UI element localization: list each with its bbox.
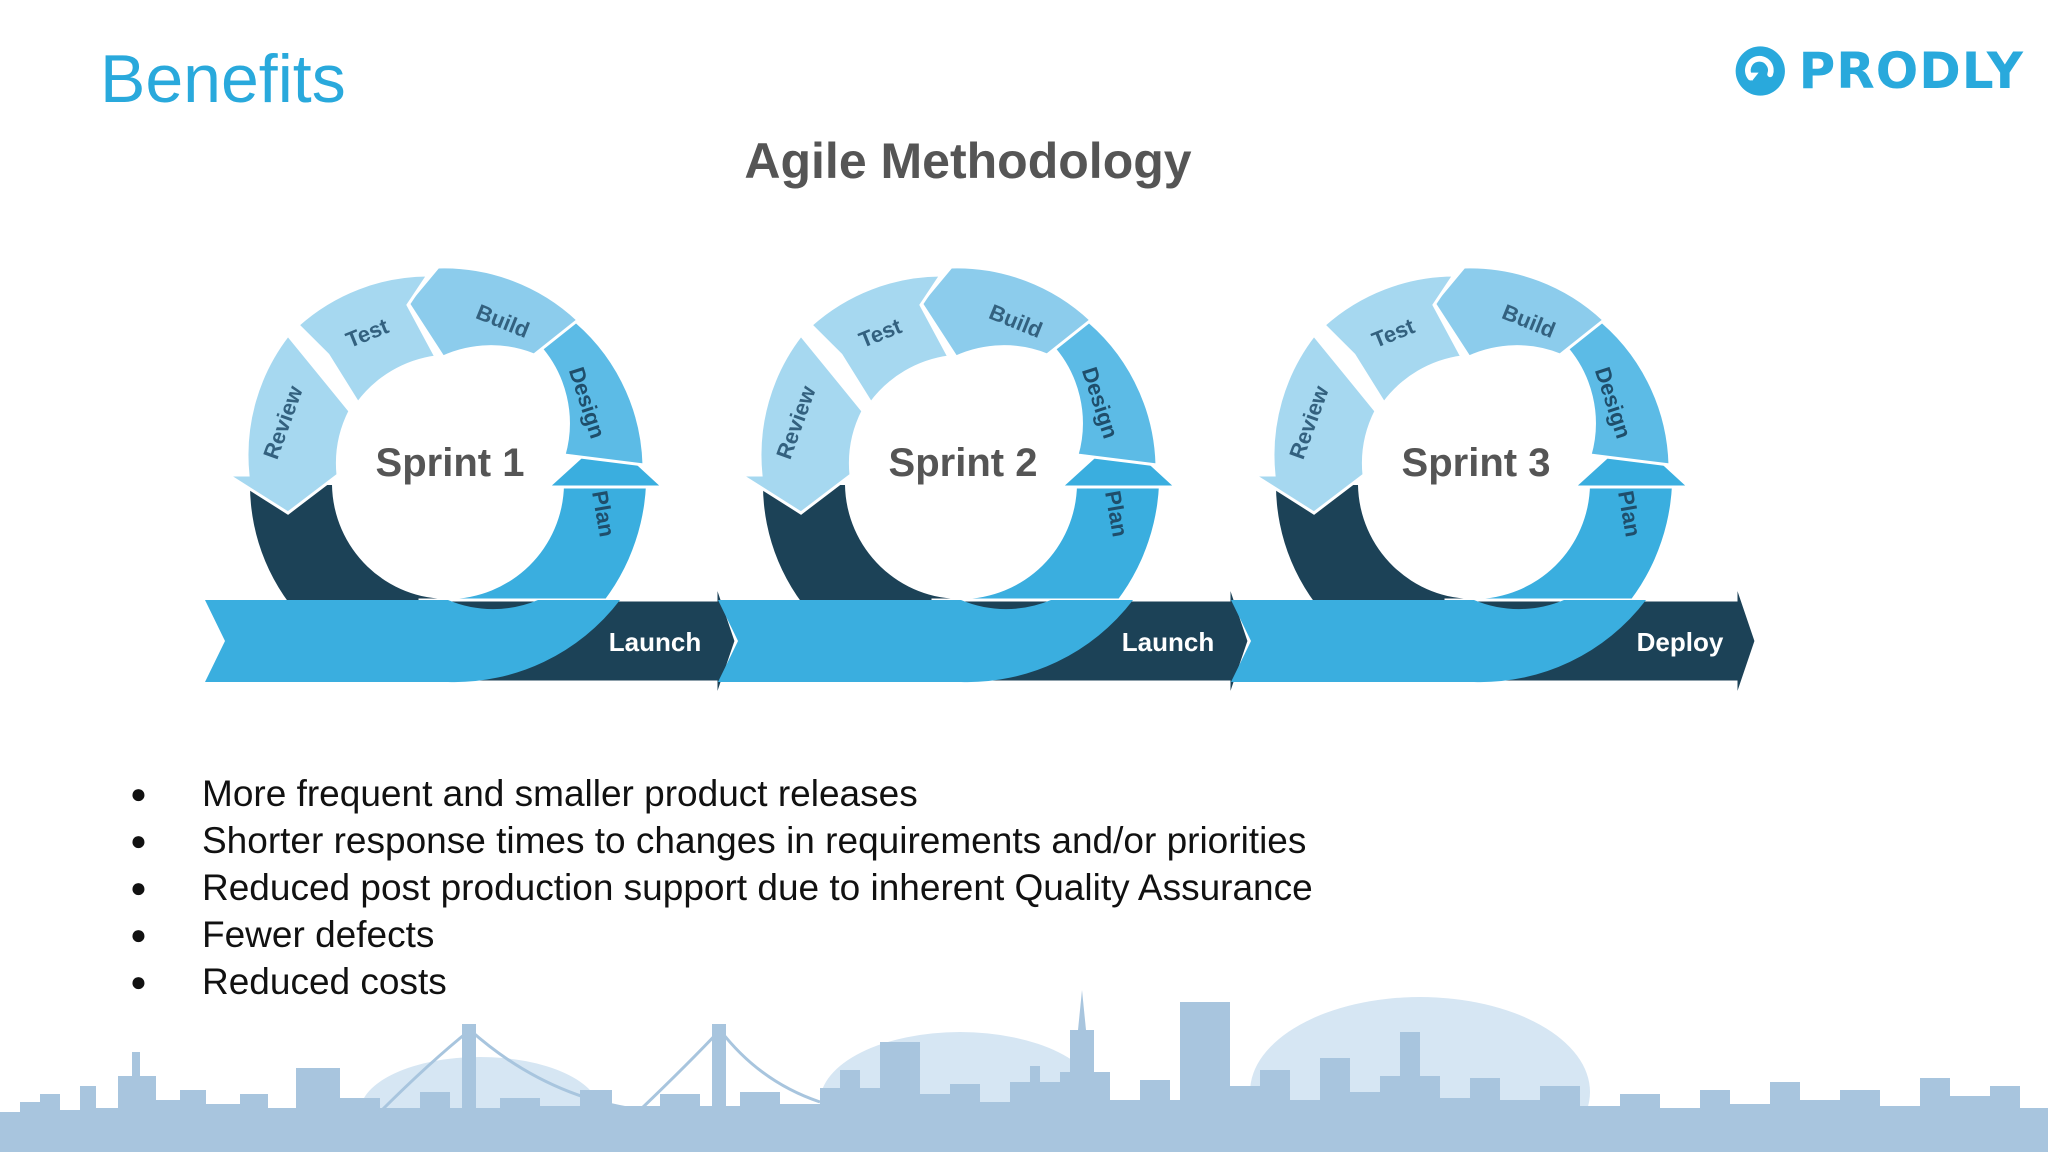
ribbon-label-deploy: Deploy [1637,627,1724,657]
sprint-label: Sprint 2 [889,441,1038,485]
phase-review [735,332,865,515]
agile-diagram: Agile Methodology Review Test Build Desi… [205,133,1758,701]
prodly-logo-text: PRODLY [1798,42,2024,100]
phase-test [808,273,952,406]
diagram-title: Agile Methodology [744,133,1191,189]
slide-title: Benefits [100,41,346,117]
benefits-list: More frequent and smaller product releas… [130,770,1313,1005]
sprint-2-ribbon: Launch [718,581,1251,701]
benefit-item: More frequent and smaller product releas… [130,770,1313,817]
phase-build [406,265,581,359]
phase-build [919,265,1094,359]
sprint-label: Sprint 3 [1402,441,1551,485]
ribbon-body [1231,600,1474,682]
benefit-item: Shorter response times to changes in req… [130,817,1313,864]
phase-test [295,273,439,406]
skyline-buildings [0,990,2048,1152]
phase-review [1248,332,1378,515]
phase-review [222,332,352,515]
phase-build [1432,265,1607,359]
phase-test [1321,273,1465,406]
prodly-logo: PRODLY [1734,36,2024,106]
ribbon-curve [961,600,1133,683]
ribbon-label-launch: Launch [1122,627,1214,657]
sprint-label: Sprint 1 [376,441,525,485]
ribbon-body [205,600,448,682]
benefit-item: Reduced post production support due to i… [130,864,1313,911]
sprint-1-ribbon: Launch [205,581,738,701]
ribbon-curve [448,600,620,683]
ribbon-label-launch: Launch [609,627,701,657]
sprint-1-cycle: Review Test Build Design Plan Sprint 1 [222,265,667,684]
city-skyline-illustration [0,990,2048,1152]
benefit-item: Reduced costs [130,958,1313,1005]
prodly-logo-icon [1735,46,1785,96]
sprint-3-ribbon: Deploy [1231,581,1758,701]
benefit-item: Fewer defects [130,911,1313,958]
ribbon-body [718,600,961,682]
ribbon-curve [1474,600,1646,683]
bridge-tower [462,1024,476,1134]
